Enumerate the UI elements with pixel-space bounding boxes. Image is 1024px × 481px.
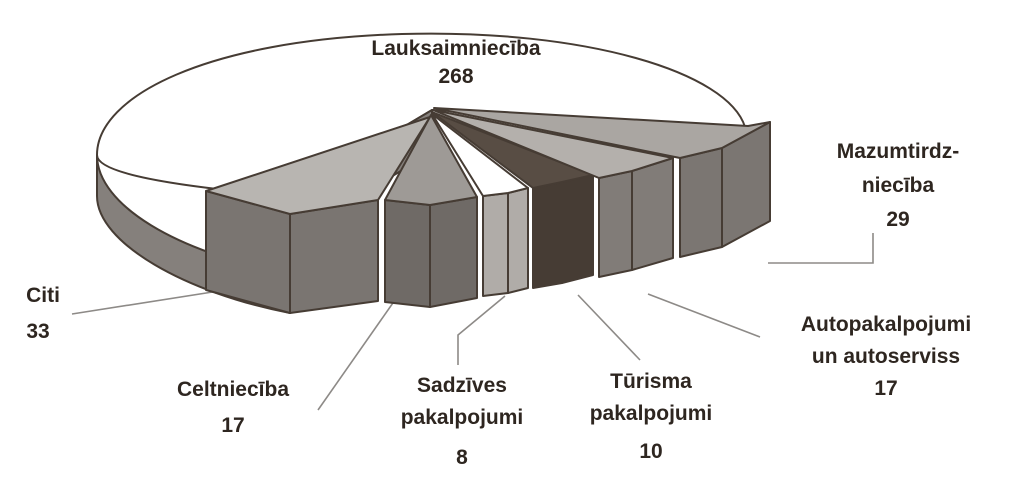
label-turisma-value: 10	[639, 440, 662, 463]
label-turisma-name-line1: Tūrisma	[610, 370, 692, 393]
pie-slice-turisma-side-front	[561, 174, 594, 284]
leader-line-celtnieciba	[317, 299, 396, 411]
label-lauksaimnieciba-name: Lauksaimniecība	[371, 37, 541, 60]
pie-slice-citi[interactable]	[205, 116, 431, 314]
leader-line-mazumtirdznieciba	[768, 233, 874, 264]
label-lauksaimnieciba-value: 268	[438, 65, 473, 88]
leader-line-autopakalpojumi	[647, 293, 761, 338]
pie-slice-sadzives-side-left	[482, 192, 509, 297]
leader-line-citi	[71, 287, 239, 315]
pie-slice-autopakalpojumi-side-left	[598, 170, 633, 278]
label-sadzives-value: 8	[456, 446, 468, 469]
pie-slice-turisma-side-left	[532, 181, 563, 289]
label-autopakalpojumi: Autopakalpojumi un autoserviss 17	[801, 313, 971, 400]
label-citi: Citi 33	[26, 284, 60, 343]
label-sadzives-name-line2: pakalpojumi	[401, 406, 524, 429]
pie-slice-turisma-pakalpojumi[interactable]	[431, 111, 594, 289]
pie-slice-citi-top	[205, 116, 431, 215]
pie-slice-lauksaimnieciba-top	[96, 32, 746, 197]
pie-slice-celtnieciba-top	[384, 114, 478, 206]
label-mazumtirdznieciba: Mazumtirdz- niecība 29	[837, 140, 960, 231]
pie-slice-autopakalpojumi-top	[432, 109, 674, 179]
label-citi-value: 33	[26, 320, 49, 343]
label-celtnieciba-name: Celtniecība	[177, 378, 289, 401]
pie-slice-mazumtirdznieciba[interactable]	[433, 107, 771, 258]
label-sadzives-pakalpojumi: Sadzīves pakalpojumi 8	[401, 374, 524, 469]
label-mazumtirdznieciba-name-line2: niecība	[862, 174, 935, 197]
pie-slice-citi-side-front	[289, 199, 379, 314]
pie-slice-celtnieciba[interactable]	[384, 114, 478, 308]
label-turisma-pakalpojumi: Tūrisma pakalpojumi 10	[590, 370, 713, 463]
label-celtnieciba-value: 17	[221, 414, 244, 437]
label-autopakalpojumi-name-line2: un autoserviss	[812, 345, 960, 368]
pie-slice-celtnieciba-side-left	[384, 199, 431, 308]
label-celtnieciba: Celtniecība 17	[177, 378, 289, 437]
pie-slice-mazumtirdznieciba-side-left	[679, 147, 723, 258]
label-turisma-name-line2: pakalpojumi	[590, 402, 713, 425]
pie-slice-autopakalpojumi-side-front	[631, 157, 674, 271]
pie-slice-celtnieciba-side-front	[429, 196, 478, 308]
pie-slice-sadzives-top	[431, 113, 529, 197]
label-lauksaimnieciba: Lauksaimniecība 268	[371, 37, 541, 88]
leader-line-turisma	[577, 294, 641, 361]
leader-line-sadzives	[457, 295, 506, 365]
pie-slice-mazumtirdznieciba-top	[433, 107, 771, 159]
label-autopakalpojumi-name-line1: Autopakalpojumi	[801, 313, 971, 336]
label-mazumtirdznieciba-name-line1: Mazumtirdz-	[837, 140, 960, 163]
label-autopakalpojumi-value: 17	[874, 377, 897, 400]
label-citi-name: Citi	[26, 284, 60, 307]
label-mazumtirdznieciba-value: 29	[886, 208, 909, 231]
label-sadzives-name-line1: Sadzīves	[417, 374, 507, 397]
leader-lines-group	[71, 233, 874, 411]
pie-slice-autopakalpojumi[interactable]	[432, 109, 674, 278]
pie-slice-sadzives-side-front	[507, 187, 529, 294]
pie-slice-sadzives-pakalpojumi[interactable]	[431, 113, 529, 297]
